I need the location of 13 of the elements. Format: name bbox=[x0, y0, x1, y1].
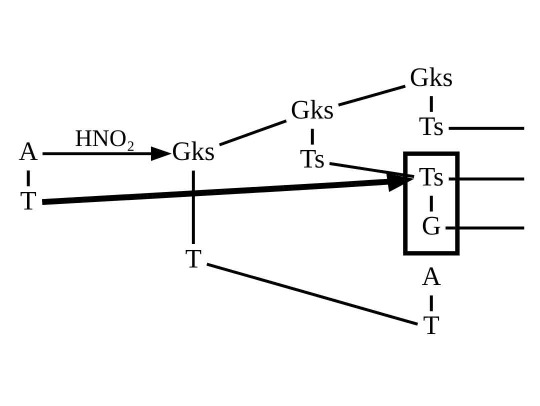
node-text: A bbox=[422, 260, 442, 291]
node-text: G bbox=[422, 210, 442, 240]
node-text: T bbox=[423, 310, 440, 340]
node-text: Ts bbox=[418, 161, 444, 192]
node-text: T bbox=[185, 242, 202, 273]
node-text: A bbox=[18, 136, 38, 166]
node-text: T bbox=[20, 184, 36, 215]
node-text: Gks bbox=[290, 94, 334, 124]
node-text: Gks bbox=[410, 61, 453, 92]
node-text: Ts bbox=[300, 143, 325, 174]
edge-label: HNO₂ bbox=[74, 125, 135, 152]
node-text: Ts bbox=[418, 110, 444, 140]
node-text: Gks bbox=[172, 136, 215, 166]
